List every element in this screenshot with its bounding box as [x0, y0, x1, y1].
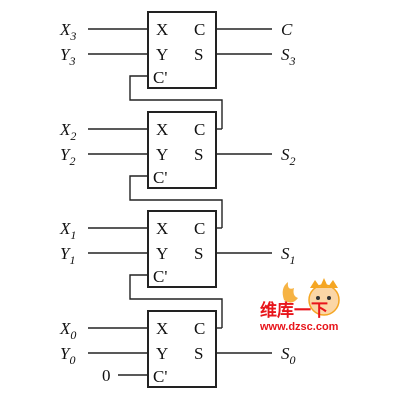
sum-output-label: S3 [281, 45, 296, 68]
x-input-label: X2 [59, 120, 76, 143]
pin-carry-in-label: C' [153, 367, 167, 386]
flame-icon [282, 282, 298, 303]
pin-y-label: Y [156, 45, 168, 64]
pin-carry-in-label: C' [153, 68, 167, 87]
y-input-label-subscript: 2 [69, 154, 75, 168]
pin-x-label: X [156, 120, 168, 139]
pin-y-label: Y [156, 244, 168, 263]
x-input-label: X3 [59, 20, 76, 43]
y-input-label: Y0 [60, 344, 75, 367]
sum-output-label-subscript: 0 [290, 353, 296, 367]
pin-c-label: C [194, 219, 205, 238]
carry-in-value-label: 0 [102, 366, 111, 385]
pin-c-label: C [194, 20, 205, 39]
y-input-label: Y2 [60, 145, 75, 168]
sum-output-label: S1 [281, 244, 296, 267]
pin-s-label: S [194, 344, 203, 363]
full-adder-block [147, 210, 217, 288]
y-input-label: Y1 [60, 244, 75, 267]
sum-output-label-base: S [281, 244, 290, 263]
pin-s-label: S [194, 244, 203, 263]
sum-output-label-subscript: 3 [289, 54, 296, 68]
pin-c-label: C [194, 319, 205, 338]
pin-s-label: S [194, 145, 203, 164]
mascot-eye-icon [316, 296, 320, 300]
sum-output-label: S2 [281, 145, 296, 168]
sum-output-label-subscript: 2 [290, 154, 296, 168]
pin-x-label: X [156, 219, 168, 238]
sum-output-label-base: S [281, 145, 290, 164]
sum-output-label-subscript: 1 [290, 253, 296, 267]
y-input-label-base: Y [60, 145, 71, 164]
carry-chain-wire [129, 175, 223, 228]
carry-chain-wire [129, 274, 223, 328]
x-input-label: X0 [59, 319, 76, 342]
y-input-label: Y3 [60, 45, 75, 68]
x-input-label-subscript: 0 [70, 328, 76, 342]
pin-c-label: C [194, 120, 205, 139]
pin-carry-in-label: C' [153, 267, 167, 286]
x-input-label-subscript: 2 [70, 129, 76, 143]
watermark-logo: 维库一下 www.dzsc.com [259, 278, 340, 333]
connection-wires [88, 28, 272, 376]
mascot-eye-icon [327, 296, 331, 300]
x-input-label: X1 [59, 219, 76, 242]
pin-y-label: Y [156, 145, 168, 164]
pin-carry-in-label: C' [153, 168, 167, 187]
y-input-label-subscript: 3 [68, 54, 75, 68]
carry-chain-wire [129, 75, 223, 129]
watermark-url: www.dzsc.com [259, 321, 339, 333]
pin-x-label: X [156, 319, 168, 338]
y-input-label-base: Y [60, 45, 71, 64]
x-input-label-base: X [59, 20, 71, 39]
pin-y-label: Y [156, 344, 168, 363]
x-input-label-base: X [59, 120, 71, 139]
mascot-crown-icon [310, 278, 338, 288]
full-adder-block [147, 310, 217, 388]
y-input-label-subscript: 0 [69, 353, 75, 367]
y-input-label-base: Y [60, 344, 71, 363]
watermark-name: 维库一下 [260, 300, 328, 320]
carry-output-label: C [281, 20, 293, 39]
adder-blocks [147, 11, 217, 388]
pin-x-label: X [156, 20, 168, 39]
x-input-label-subscript: 3 [69, 29, 76, 43]
x-input-label-base: X [59, 219, 71, 238]
sum-output-label: S0 [281, 344, 296, 367]
pin-s-label: S [194, 45, 203, 64]
y-input-label-base: Y [60, 244, 71, 263]
carry-output-label-base: C [281, 20, 293, 39]
sum-output-label-base: S [281, 45, 290, 64]
full-adder-block [147, 11, 217, 89]
full-adder-block [147, 111, 217, 189]
y-input-label-subscript: 1 [69, 253, 75, 267]
x-input-label-subscript: 1 [70, 228, 76, 242]
x-input-label-base: X [59, 319, 71, 338]
sum-output-label-base: S [281, 344, 290, 363]
